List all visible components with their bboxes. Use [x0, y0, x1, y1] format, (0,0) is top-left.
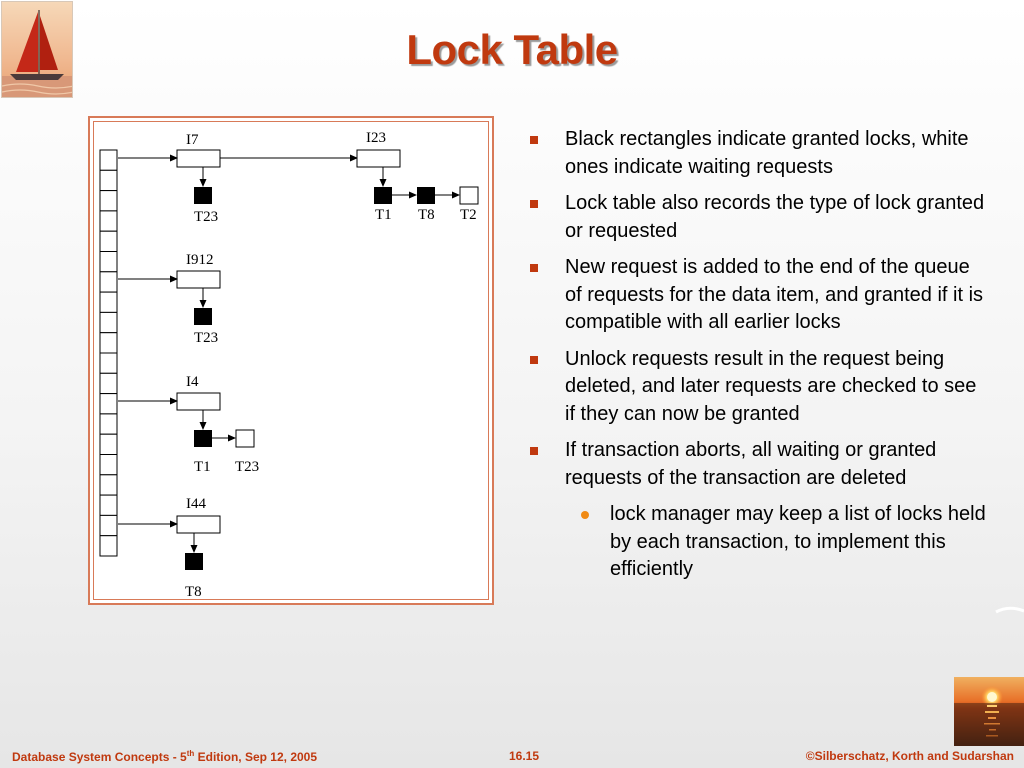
granted-lock-block — [194, 430, 212, 447]
tx-label: T2 — [460, 207, 477, 223]
footer-left-sup: th — [186, 749, 195, 758]
bullet-item: Unlock requests result in the request be… — [530, 346, 990, 429]
hash-bucket-cell — [99, 291, 118, 313]
granted-lock-block — [194, 308, 212, 325]
wave-decoration-icon — [995, 606, 1024, 614]
granted-lock-block — [194, 187, 212, 204]
lock-table-diagram: I7 T23 I23 T1 T8 T2 I912 T23 I4 T1 — [88, 116, 494, 605]
diagram-inner-border — [93, 121, 489, 600]
granted-lock-block — [417, 187, 435, 204]
footer-copyright: ©Silberschatz, Korth and Sudarshan — [805, 749, 1014, 763]
item-box-i4 — [176, 392, 221, 411]
sub-bullet-list: lock manager may keep a list of locks he… — [530, 501, 990, 584]
footer-left-prefix: Database System Concepts - 5 — [12, 750, 187, 764]
item-label-i912: I912 — [186, 252, 214, 268]
hash-bucket-cell — [99, 474, 118, 496]
hash-bucket-cell — [99, 372, 118, 395]
bullet-item: If transaction aborts, all waiting or gr… — [530, 437, 990, 492]
hash-table-column — [99, 149, 118, 557]
bullet-text: If transaction aborts, all waiting or gr… — [565, 439, 937, 489]
item-label-i44: I44 — [186, 496, 206, 512]
granted-lock-block — [185, 553, 203, 570]
lock-table-svg: I7 T23 I23 T1 T8 T2 I912 T23 I4 T1 — [99, 130, 479, 600]
hash-bucket-cell — [99, 393, 118, 415]
tx-label: T8 — [418, 207, 435, 223]
square-bullet-icon — [530, 355, 538, 364]
hash-bucket-cell — [99, 271, 118, 293]
waiting-request-block — [459, 186, 479, 205]
bullet-text: New request is added to the end of the q… — [565, 256, 984, 333]
sunset-image-icon — [954, 677, 1024, 746]
tx-label: T23 — [235, 459, 259, 475]
square-bullet-icon — [530, 447, 538, 455]
tx-label: T1 — [194, 459, 211, 475]
square-bullet-icon — [530, 136, 538, 144]
tx-label: T1 — [375, 207, 392, 223]
footer-book-info: Database System Concepts - 5th Edition, … — [12, 749, 317, 764]
tx-label: T23 — [194, 330, 218, 346]
tx-label: T8 — [185, 584, 202, 600]
sub-bullet-item: lock manager may keep a list of locks he… — [530, 501, 990, 584]
item-box-i7 — [176, 149, 221, 168]
bullet-item: Black rectangles indicate granted locks,… — [530, 126, 990, 181]
bullet-text: Lock table also records the type of lock… — [565, 192, 985, 242]
page-title: Lock Table — [406, 26, 618, 73]
hash-bucket-cell — [99, 535, 118, 557]
item-label-i4: I4 — [186, 374, 199, 390]
waiting-request-block — [235, 429, 255, 448]
bullet-text: Black rectangles indicate granted locks,… — [565, 128, 969, 178]
hash-bucket-cell — [99, 190, 118, 212]
bullet-item: Lock table also records the type of lock… — [530, 190, 990, 245]
square-bullet-icon — [530, 264, 538, 272]
hash-bucket-cell — [99, 454, 118, 476]
footer-page-number: 16.15 — [509, 749, 540, 763]
tx-label: T23 — [194, 209, 218, 225]
bullet-text: Unlock requests result in the request be… — [565, 347, 977, 425]
hash-bucket-cell — [99, 210, 118, 232]
footer-left-suffix: Edition, Sep 12, 2005 — [194, 750, 318, 764]
square-bullet-icon — [530, 200, 538, 208]
item-label-i23: I23 — [366, 130, 386, 146]
hash-bucket-cell — [99, 149, 118, 171]
hash-bucket-cell — [99, 352, 118, 374]
bullet-item: New request is added to the end of the q… — [530, 254, 990, 337]
item-box-i912 — [176, 270, 221, 289]
item-box-i44 — [176, 515, 221, 534]
bullet-list: Black rectangles indicate granted locks,… — [530, 126, 990, 584]
item-box-i23 — [356, 149, 401, 168]
hash-bucket-cell — [99, 311, 118, 334]
hash-bucket-cell — [99, 332, 118, 354]
sub-bullet-text: lock manager may keep a list of locks he… — [610, 503, 986, 580]
hash-bucket-cell — [99, 514, 118, 537]
hash-bucket-cell — [99, 230, 118, 252]
footer: Database System Concepts - 5th Edition, … — [0, 747, 1024, 768]
hash-bucket-cell — [99, 494, 118, 516]
round-bullet-icon — [581, 511, 589, 519]
sailboat-logo-icon — [1, 1, 73, 98]
hash-bucket-cell — [99, 413, 118, 435]
granted-lock-block — [374, 187, 392, 204]
hash-bucket-cell — [99, 169, 118, 192]
hash-bucket-cell — [99, 433, 118, 456]
item-label-i7: I7 — [186, 132, 199, 148]
hash-bucket-cell — [99, 251, 118, 273]
